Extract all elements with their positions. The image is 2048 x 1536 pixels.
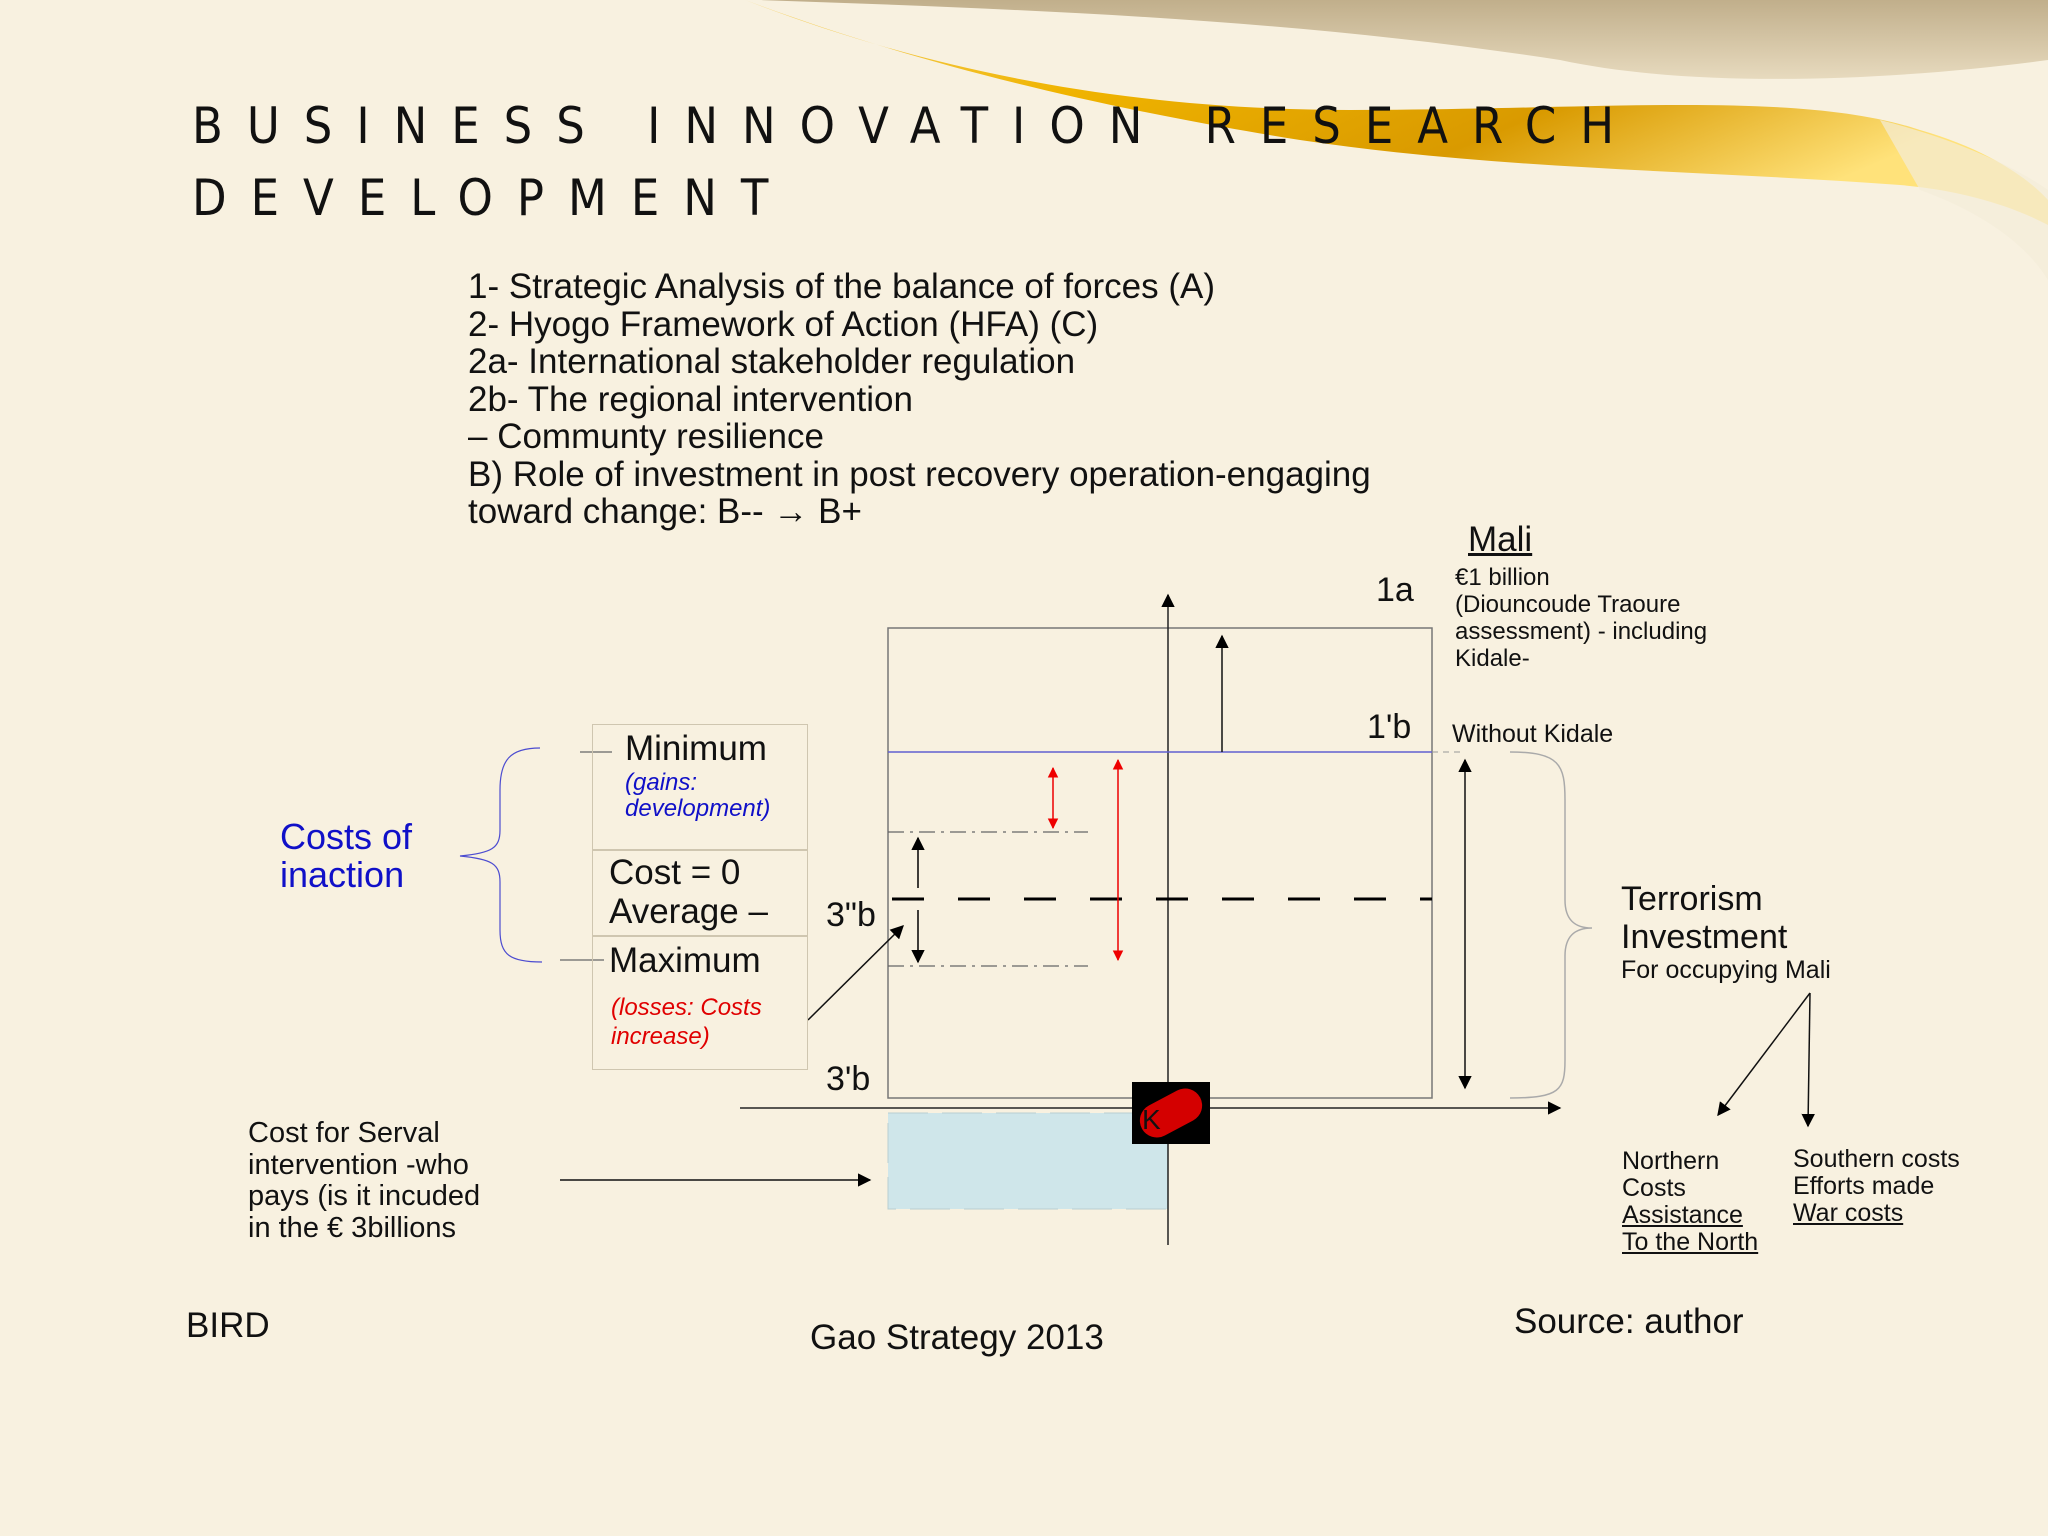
agenda-item: – Communty resilience xyxy=(468,417,824,456)
mali-cost-line: assessment) - including xyxy=(1455,618,1708,645)
maximum-box: Maximum (losses: Costs increase) xyxy=(592,936,808,1070)
maximum-note: (losses: Costs increase) xyxy=(611,993,762,1051)
level-1a-label: 1a xyxy=(1376,571,1414,609)
level-1b-label: 1'b xyxy=(1367,708,1412,746)
maximum-label: Maximum xyxy=(609,941,761,980)
minimum-note: (gains: development) xyxy=(625,770,770,822)
southern-costs: Southern costs Efforts made War costs xyxy=(1793,1146,1960,1227)
southern-line: Southern costs xyxy=(1793,1145,1960,1173)
footer-right: Source: author xyxy=(1514,1302,1744,1341)
mali-cost-line: Kidale- xyxy=(1455,645,1530,672)
serval-line: in the € 3billions xyxy=(248,1211,456,1244)
southern-line: Efforts made xyxy=(1793,1172,1935,1200)
footer-left: BIRD xyxy=(186,1306,270,1345)
maximum-note-line: increase) xyxy=(611,1023,710,1050)
agenda-item: toward change: B-- → B+ xyxy=(468,492,862,531)
minimum-label: Minimum xyxy=(625,729,767,768)
agenda-item: 1- Strategic Analysis of the balance of … xyxy=(468,267,1216,306)
minimum-note-line: development) xyxy=(625,795,771,822)
mali-cost-text: €1 billion (Diouncoude Traoure assessmen… xyxy=(1455,564,1707,672)
northern-costs: Northern Costs Assistance To the North xyxy=(1622,1148,1758,1256)
average-line-label: Average – xyxy=(609,892,768,931)
agenda-list: 1- Strategic Analysis of the balance of … xyxy=(468,268,1371,531)
costs-of-inaction-label: Costs of inaction xyxy=(280,818,412,894)
footer-center: Gao Strategy 2013 xyxy=(810,1318,1104,1357)
mali-cost-line: (Diouncoude Traoure xyxy=(1455,591,1681,618)
title-line-1: BUSINESS INNOVATION RESEARCH xyxy=(192,97,1639,155)
agenda-item: 2a- International stakeholder regulation xyxy=(468,342,1076,381)
investment-line: Investment xyxy=(1621,918,1788,956)
cost-zero-line: Cost = 0 xyxy=(609,853,741,892)
serval-line: pays (is it incuded xyxy=(248,1180,481,1212)
right-brace xyxy=(1509,751,1593,1099)
serval-line: Cost for Serval xyxy=(248,1117,440,1149)
agenda-item: B) Role of investment in post recovery o… xyxy=(468,454,1371,494)
level-3b-label: 3'b xyxy=(826,1060,871,1098)
costs-of-inaction-line: inaction xyxy=(280,854,405,895)
without-kidale-label: Without Kidale xyxy=(1452,720,1614,748)
costs-of-inaction-line: Costs of xyxy=(280,816,413,857)
serval-line: intervention -who xyxy=(248,1148,469,1181)
northern-assistance: Assistance xyxy=(1622,1201,1743,1229)
northern-line: Northern xyxy=(1622,1147,1720,1175)
terrorism-label: Terrorism Investment xyxy=(1621,880,1787,956)
cost-zero-box: Cost = 0 Average – xyxy=(592,850,808,936)
agenda-item: 2- Hyogo Framework of Action (HFA) (C) xyxy=(468,304,1099,344)
northern-line: Costs xyxy=(1622,1174,1686,1202)
mali-cost-line: €1 billion xyxy=(1455,564,1550,591)
minimum-note-line: (gains: xyxy=(625,769,698,796)
maximum-note-line: (losses: Costs xyxy=(611,994,762,1021)
serval-text: Cost for Serval intervention -who pays (… xyxy=(248,1117,481,1244)
minimum-box: Minimum (gains: development) xyxy=(592,724,808,850)
serval-cost-box xyxy=(887,1112,1169,1210)
agenda-item: 2b- The regional intervention xyxy=(468,379,913,419)
terrorism-sub: For occupying Mali xyxy=(1621,956,1831,984)
mali-heading: Mali xyxy=(1468,520,1533,559)
costs-brace xyxy=(459,747,543,963)
northern-to-north: To the North xyxy=(1622,1228,1759,1256)
title-line-2: DEVELOPMENT xyxy=(192,169,793,227)
k-label: K xyxy=(1142,1104,1161,1135)
cost-zero-text: Cost = 0 Average – xyxy=(609,853,768,931)
southern-war-costs: War costs xyxy=(1793,1199,1904,1227)
terrorism-line: Terrorism xyxy=(1621,880,1763,918)
level-3b2-label: 3"b xyxy=(826,896,876,934)
k-marker: K xyxy=(1132,1082,1210,1144)
main-frame xyxy=(887,627,1433,1099)
